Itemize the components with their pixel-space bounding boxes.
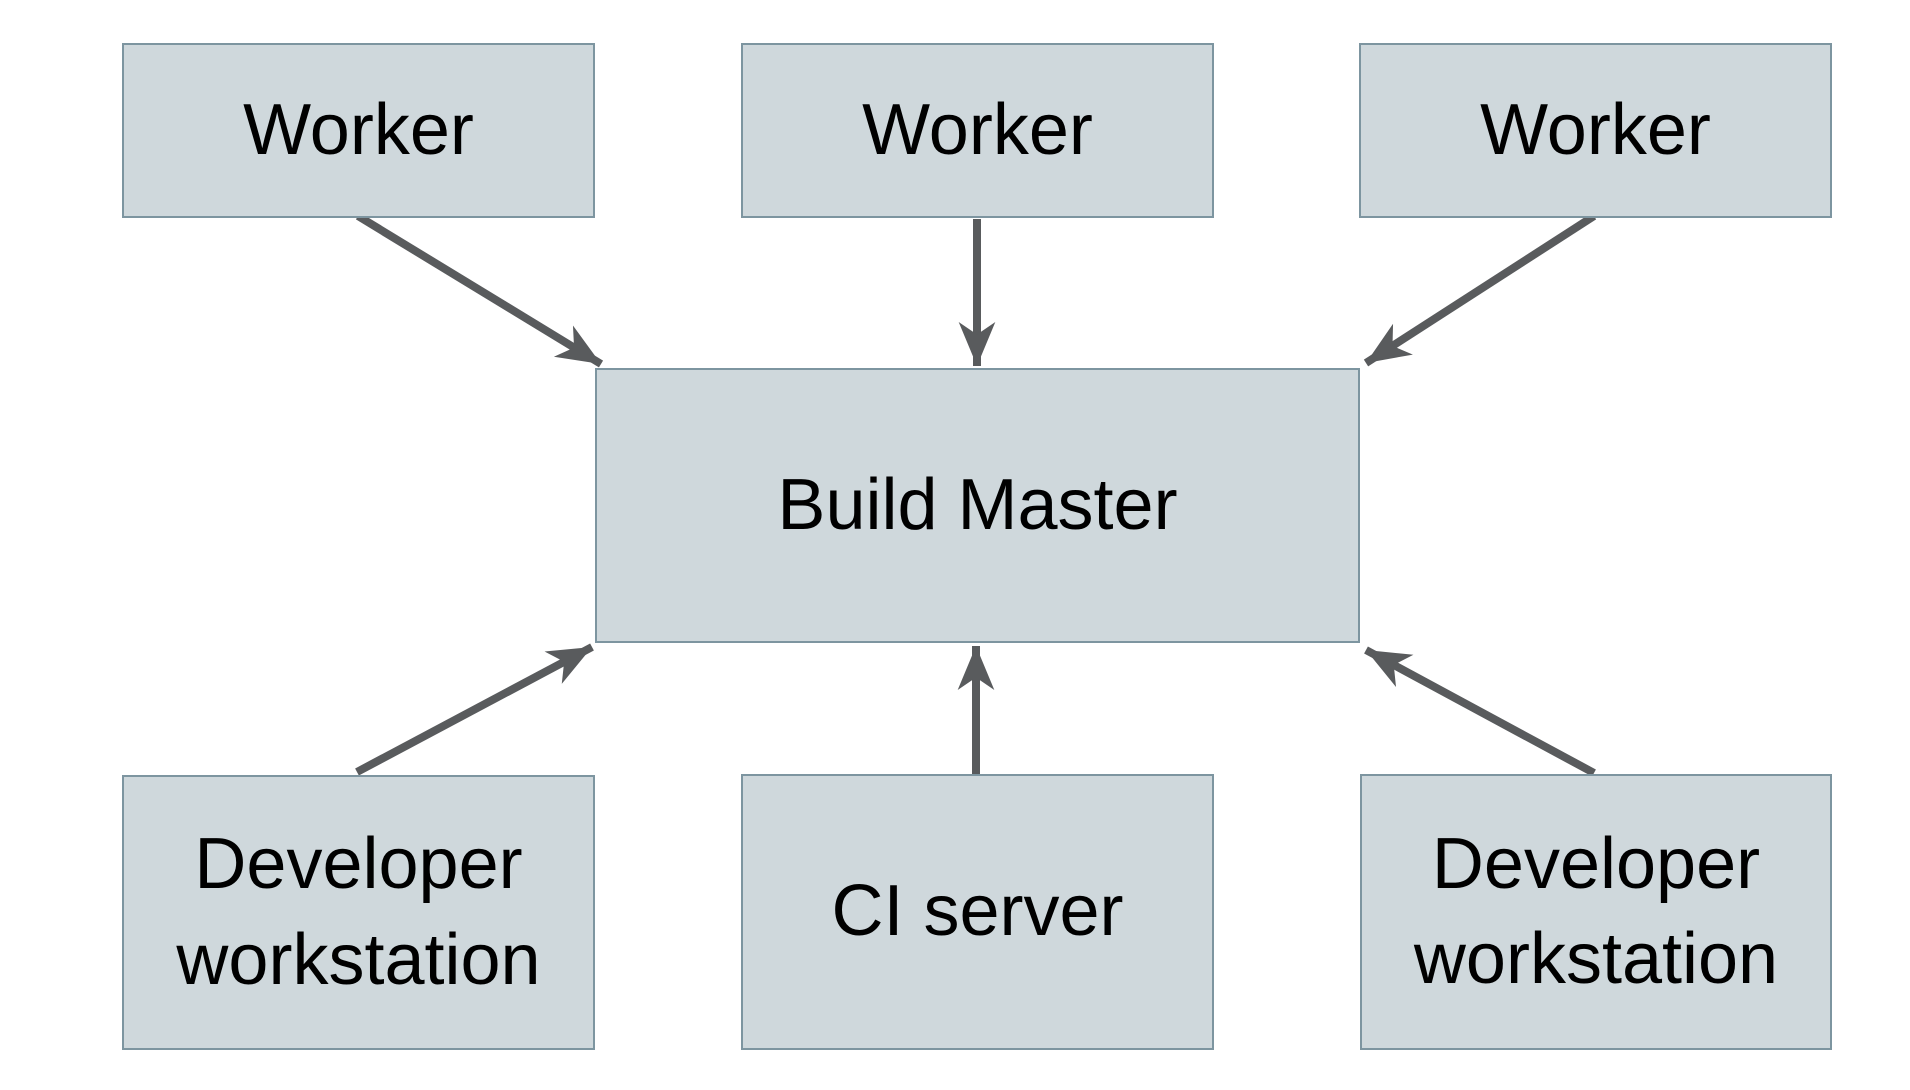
node-worker-3: Worker [1359,43,1832,218]
node-developer-workstation-left-label: Developer workstation [176,824,541,1000]
node-ci-server: CI server [741,774,1214,1050]
node-build-master-label: Build Master [777,464,1178,545]
arrow-developer-workstation-right-to-build-master [1364,646,1596,777]
node-worker-2-label: Worker [862,89,1093,170]
node-developer-workstation-right-label: Developer workstation [1413,823,1779,999]
node-worker-3-label: Worker [1480,89,1711,170]
arrow-developer-workstation-left-to-build-master [355,643,594,776]
arrow-worker-1-to-build-master [355,212,604,368]
node-build-master: Build Master [595,368,1360,643]
node-developer-workstation-right: Developer workstation [1360,774,1832,1050]
node-ci-server-label: CI server [831,871,1124,952]
node-worker-1: Worker [122,43,595,218]
node-developer-workstation-left: Developer workstation [122,775,595,1050]
node-worker-2: Worker [741,43,1214,218]
arrow-worker-3-to-build-master [1363,212,1597,367]
node-worker-1-label: Worker [243,89,474,170]
